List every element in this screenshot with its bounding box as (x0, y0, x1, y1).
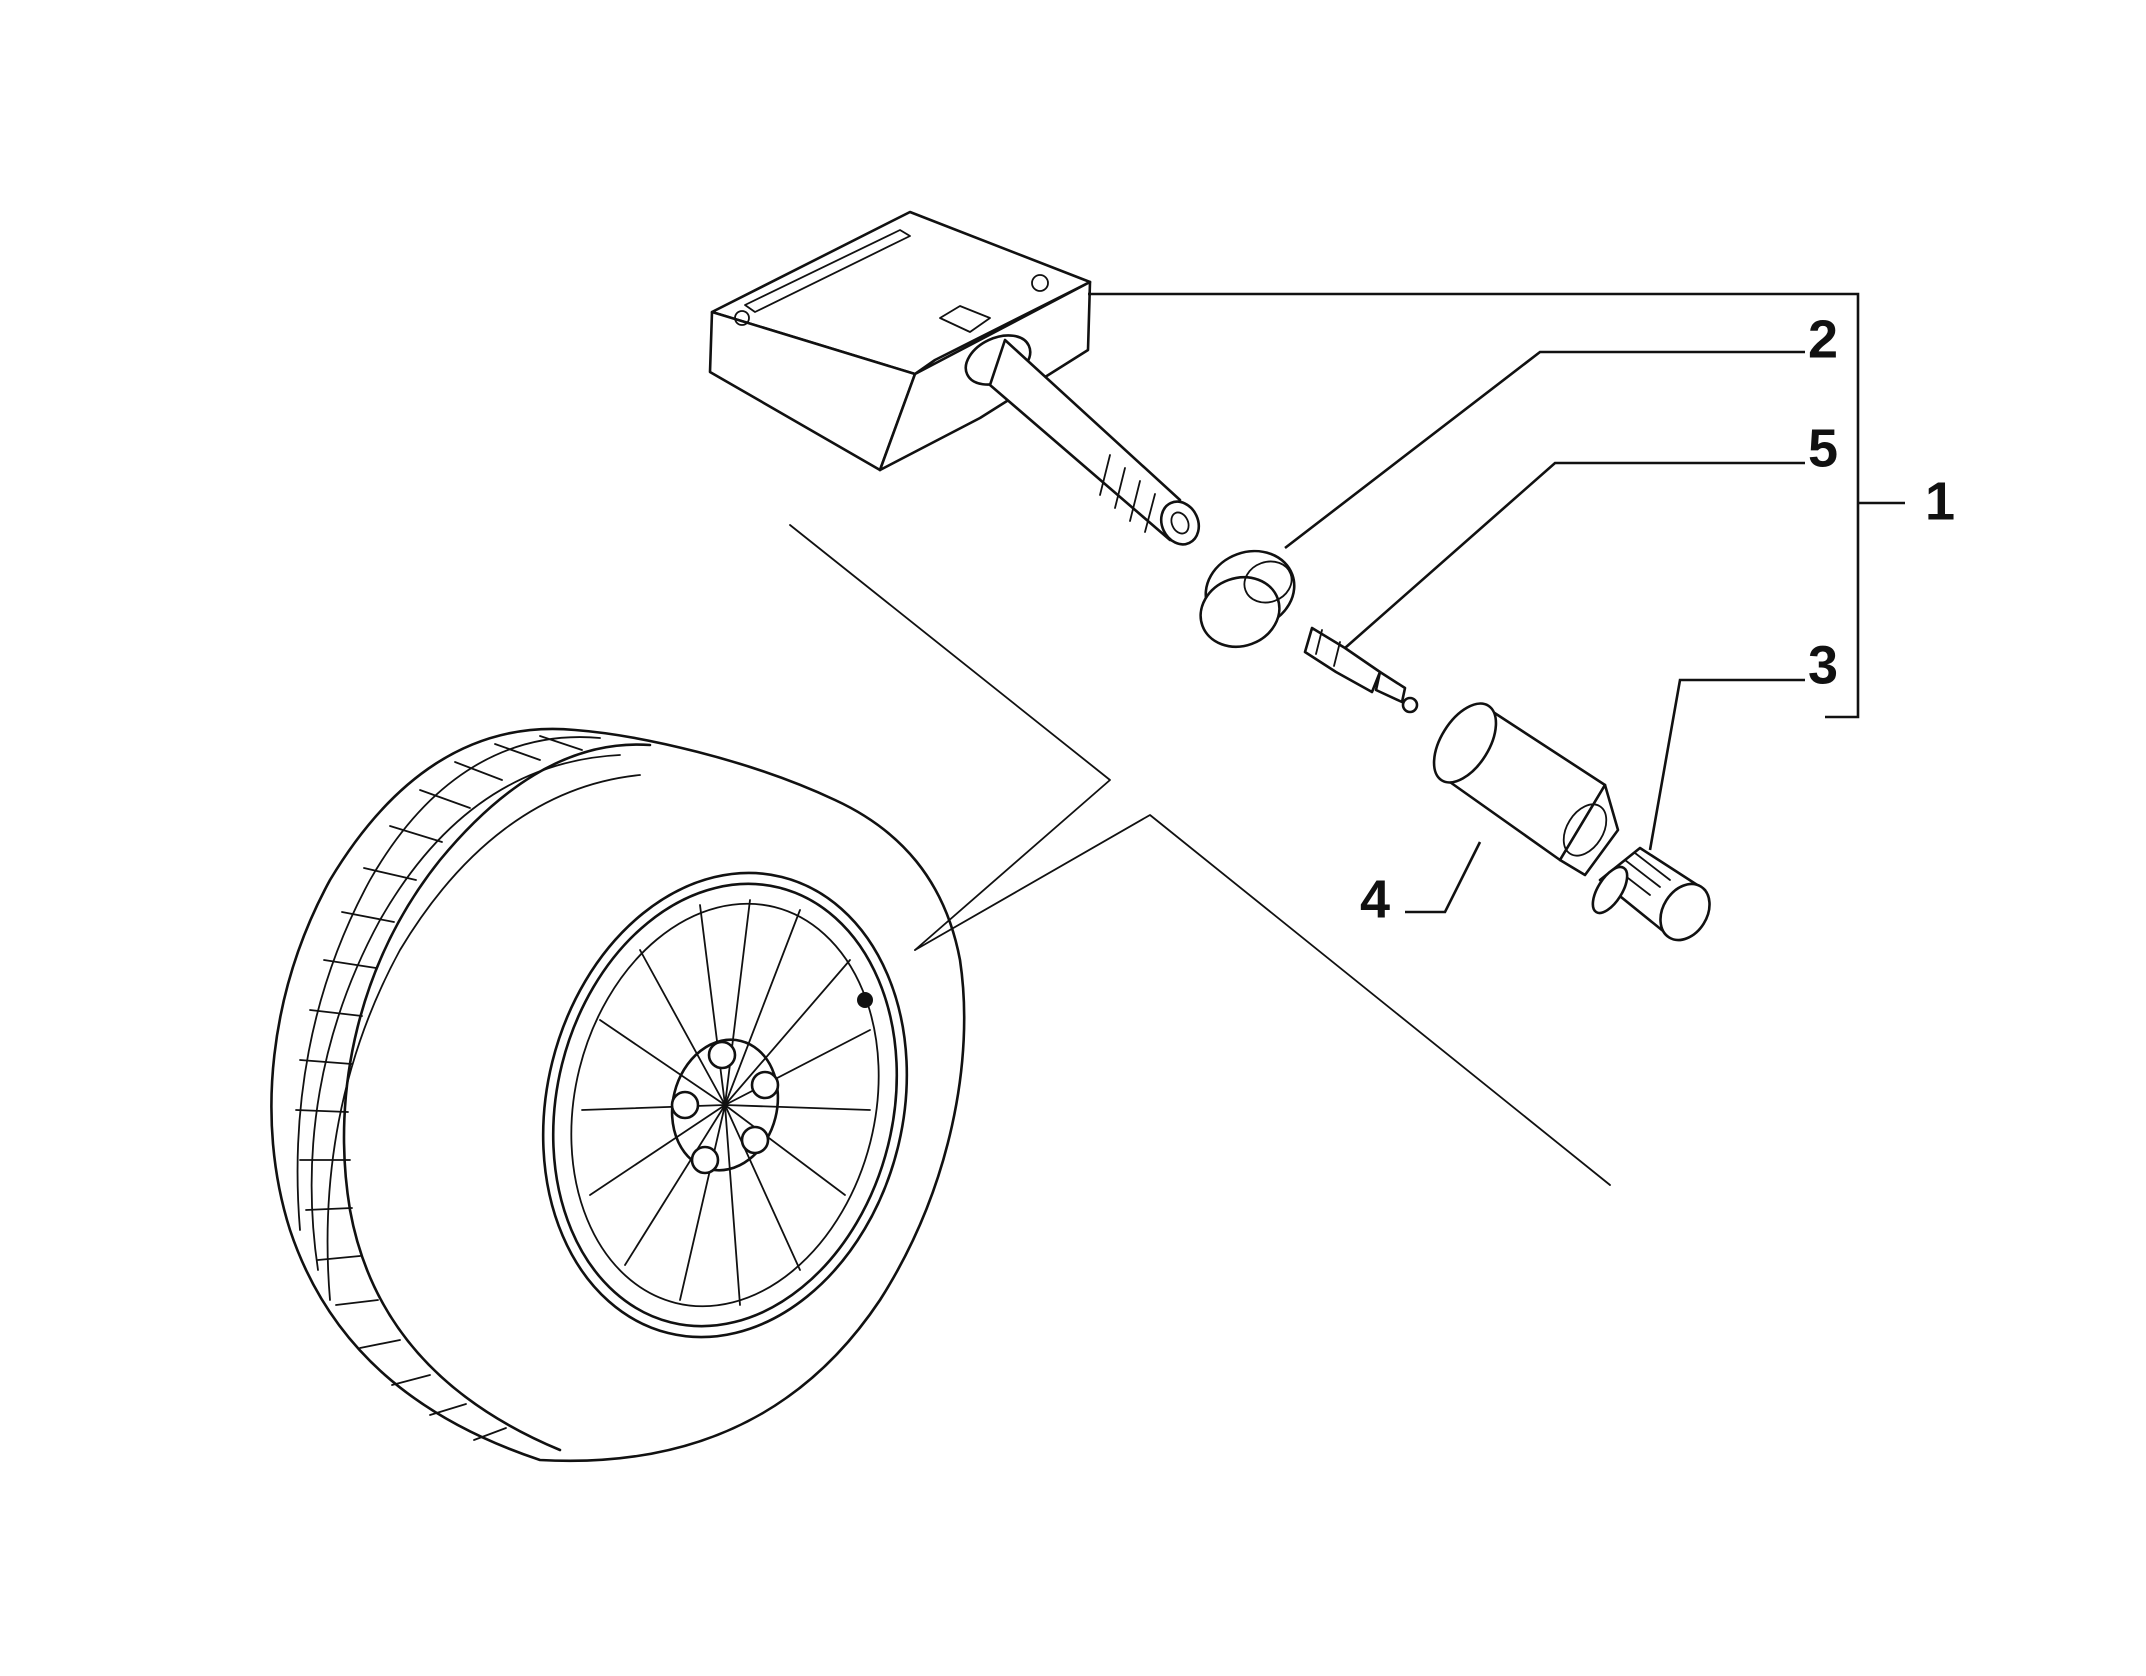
tread-pattern (295, 735, 583, 1441)
callout-3: 3 (1808, 635, 1838, 695)
valve-cap-icon (1591, 846, 1711, 942)
detail-pointer (789, 524, 1611, 1186)
callout-labels: 1 2 3 4 5 (1360, 309, 1955, 929)
valve-stem-icon (857, 992, 873, 1008)
rim-spokes (581, 899, 871, 1306)
callout-4: 4 (1360, 869, 1390, 929)
tpms-sensor-icon (708, 210, 1201, 546)
callout-1: 1 (1925, 471, 1955, 531)
nut-icon (1432, 702, 1620, 877)
callout-2: 2 (1808, 309, 1838, 369)
callout-leaders (1088, 292, 1905, 914)
callout-5: 5 (1808, 418, 1838, 478)
wheel-icon (270, 727, 966, 1463)
valve-core-icon (1303, 626, 1419, 714)
grommet-icon (1199, 549, 1296, 649)
